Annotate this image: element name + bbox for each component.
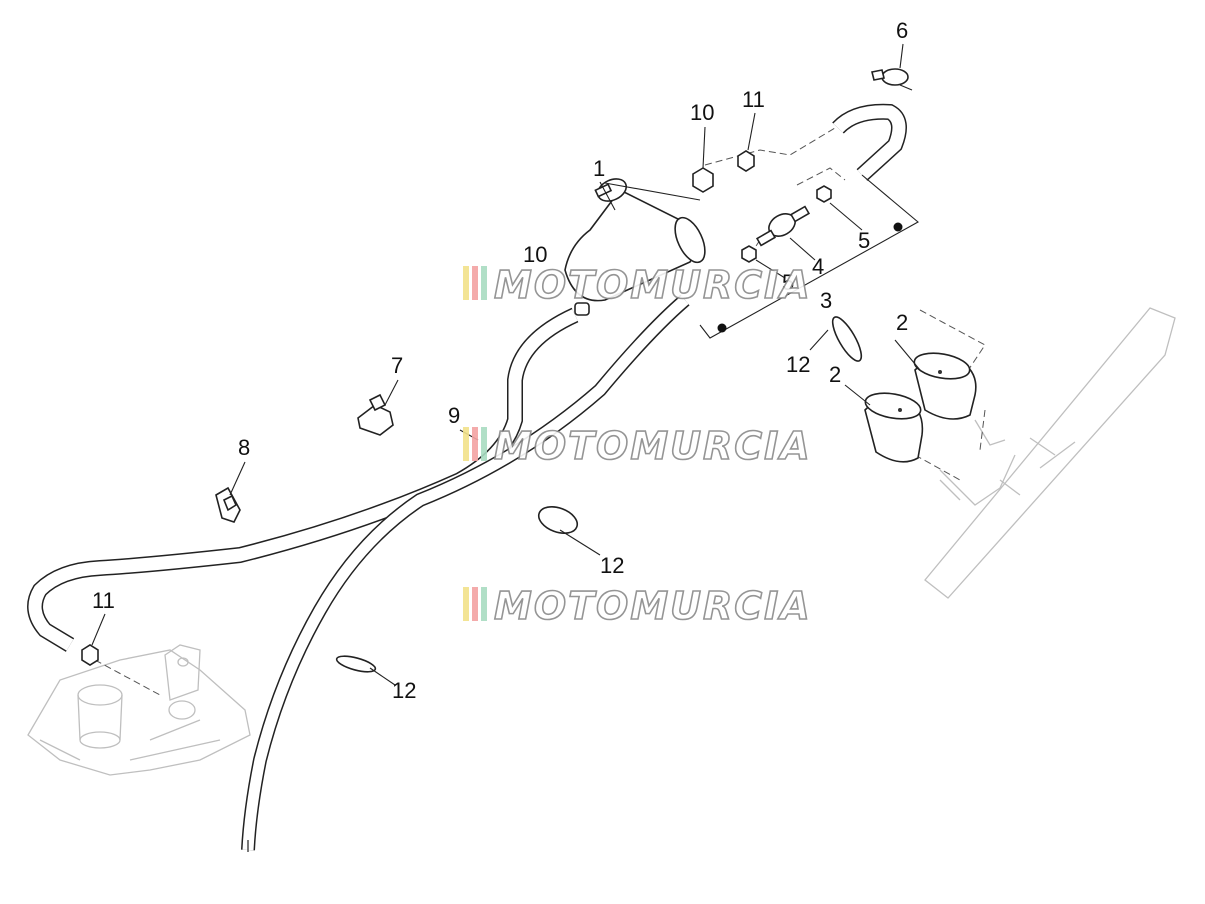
callout-1: 1 bbox=[593, 156, 605, 181]
callout-12-middle: 12 bbox=[600, 553, 624, 578]
watermark-stripe bbox=[463, 427, 469, 461]
carbon-canister bbox=[564, 178, 706, 316]
watermark-text: MOTOMURCIA bbox=[494, 263, 812, 307]
callout-4: 4 bbox=[812, 254, 824, 279]
assembly-bracket bbox=[699, 174, 919, 339]
hose-clamps bbox=[335, 316, 863, 673]
watermark-stripe bbox=[481, 266, 487, 300]
ghost-fuel-tank bbox=[27, 644, 251, 776]
callout-2-lower: 2 bbox=[829, 362, 841, 387]
valve-4 bbox=[755, 205, 811, 247]
callout-10-lower: 10 bbox=[523, 242, 547, 267]
callout-11-lower: 11 bbox=[92, 588, 115, 613]
fittings bbox=[81, 150, 832, 666]
watermark-text: MOTOMURCIA bbox=[494, 424, 812, 468]
callout-6: 6 bbox=[896, 18, 908, 43]
callout-11-upper: 11 bbox=[742, 87, 765, 112]
callout-3: 3 bbox=[820, 288, 832, 313]
clip-6 bbox=[871, 68, 913, 91]
watermark-text: MOTOMURCIA bbox=[494, 584, 812, 628]
callout-8: 8 bbox=[238, 435, 250, 460]
clip-8 bbox=[215, 486, 241, 523]
callout-5-upper: 5 bbox=[858, 228, 870, 253]
watermark-top: MOTOMURCIA bbox=[463, 262, 812, 308]
u-hose bbox=[832, 103, 907, 181]
clip-7 bbox=[357, 393, 394, 436]
callout-12-lower: 12 bbox=[392, 678, 416, 703]
callout-7: 7 bbox=[391, 353, 403, 378]
watermark-stripe bbox=[472, 266, 478, 300]
callout-labels: 1 2 2 3 4 5 5 6 7 8 9 10 10 11 11 12 12 … bbox=[92, 18, 908, 703]
watermark-stripe bbox=[472, 427, 478, 461]
callout-10-upper: 10 bbox=[690, 100, 714, 125]
watermark-stripe bbox=[463, 587, 469, 621]
callout-9: 9 bbox=[448, 403, 460, 428]
watermark-stripe bbox=[463, 266, 469, 300]
clamp-rings bbox=[864, 352, 977, 463]
watermark-bottom: MOTOMURCIA bbox=[463, 583, 812, 629]
watermark-middle: MOTOMURCIA bbox=[463, 423, 812, 469]
watermark-stripe bbox=[481, 427, 487, 461]
callout-5-lower: 5 bbox=[782, 270, 794, 295]
watermark-stripe bbox=[481, 587, 487, 621]
callout-12-upper: 12 bbox=[786, 352, 810, 377]
ghost-frame-tube bbox=[924, 307, 1176, 599]
hose-9 bbox=[27, 294, 690, 852]
watermark-stripe bbox=[472, 587, 478, 621]
assembly-lines bbox=[94, 127, 986, 696]
callout-2-upper: 2 bbox=[896, 310, 908, 335]
